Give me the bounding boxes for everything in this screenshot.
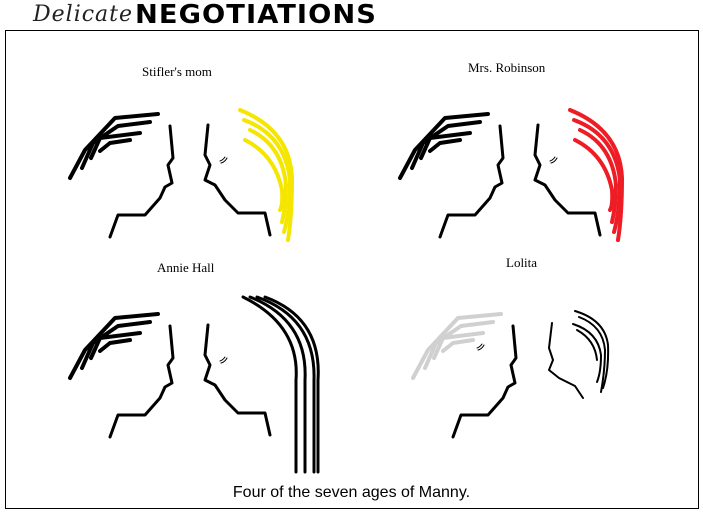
woman-hair-stroke (574, 310, 610, 389)
woman-hair-stroke (573, 138, 615, 212)
woman-hair-stroke (572, 118, 622, 234)
woman-hair-stroke (241, 295, 298, 474)
woman-hair-stroke (578, 316, 606, 393)
man-hair-stroke (419, 131, 472, 160)
panel-label-1: Stifler's mom (142, 64, 212, 79)
woman-hair-stroke (255, 295, 316, 474)
woman-hair-stroke (243, 138, 285, 212)
man-profile (108, 124, 175, 239)
man-profile (451, 324, 518, 439)
man-hair-stroke (89, 131, 142, 160)
man-hair-stroke (423, 320, 495, 370)
man-hair-stroke (398, 112, 490, 180)
woman-hair-stroke (248, 295, 307, 474)
panel-3 (68, 295, 320, 474)
panel-label-2: Mrs. Robinson (468, 60, 546, 75)
woman-profile (203, 323, 272, 437)
title-script: Delicate (33, 2, 134, 27)
woman-eye (549, 156, 558, 164)
panel-label-4: Lolita (506, 255, 538, 270)
man-profile (108, 324, 175, 439)
title-bold: NEGOTIATIONS (135, 0, 378, 30)
caption: Four of the seven ages of Manny. (232, 484, 471, 501)
woman-profile (548, 322, 584, 399)
man-hair-stroke (441, 338, 475, 353)
woman-hair-stroke (576, 329, 598, 361)
man-hair-stroke (98, 138, 132, 153)
man-hair-stroke (432, 331, 485, 360)
woman-hair-stroke (572, 323, 602, 383)
panel-4 (411, 310, 610, 439)
man-hair-stroke (411, 312, 503, 380)
man-hair-stroke (68, 112, 160, 180)
man-hair-stroke (410, 120, 482, 170)
man-hair-stroke (68, 312, 160, 380)
man-hair-stroke (428, 138, 462, 153)
woman-hair-stroke (238, 108, 294, 242)
man-eye (476, 343, 485, 351)
woman-eye (219, 356, 228, 364)
woman-hair-stroke (578, 128, 618, 224)
woman-hair-stroke (568, 108, 624, 242)
man-hair-stroke (98, 338, 132, 353)
woman-hair-stroke (242, 118, 292, 234)
man-hair-stroke (89, 331, 142, 360)
woman-hair-stroke (248, 128, 288, 224)
woman-profile (533, 123, 602, 237)
man-hair-stroke (80, 120, 152, 170)
comic-frame (5, 30, 699, 509)
man-hair-stroke (80, 320, 152, 370)
panel-label-3: Annie Hall (157, 260, 215, 275)
woman-hair-stroke (263, 295, 320, 474)
panel-1 (68, 108, 294, 242)
panel-2 (398, 108, 624, 242)
man-profile (438, 124, 505, 239)
woman-profile (203, 123, 272, 237)
woman-eye (219, 156, 228, 164)
